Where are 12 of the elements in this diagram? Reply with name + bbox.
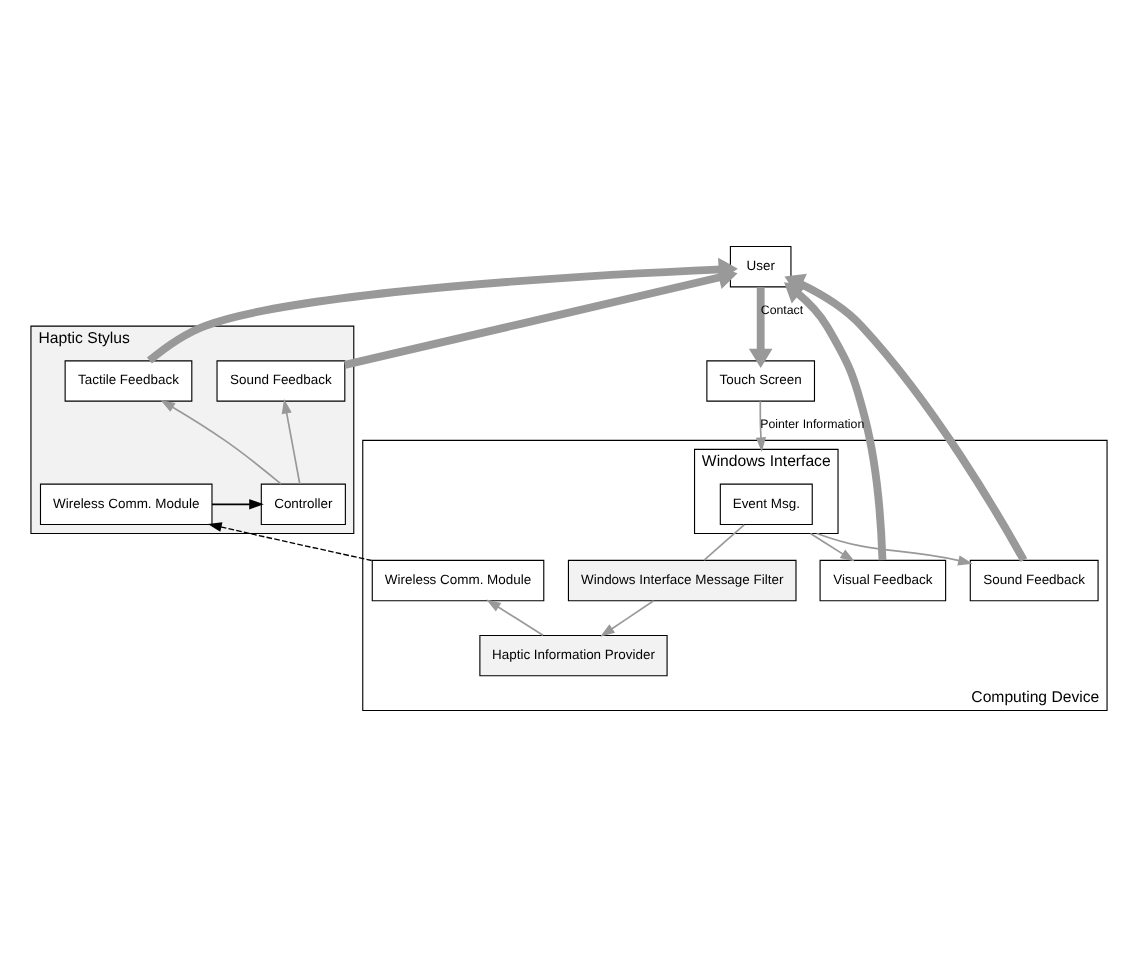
arrow xyxy=(160,399,282,484)
arrow xyxy=(809,531,855,561)
arrow xyxy=(600,598,655,636)
arrow xyxy=(755,399,767,451)
arrow xyxy=(211,498,264,509)
arrow xyxy=(784,281,887,560)
arrow xyxy=(207,521,373,561)
arrow xyxy=(748,286,773,368)
arrow xyxy=(815,531,973,565)
arrow xyxy=(486,598,544,636)
arrow xyxy=(281,398,301,484)
arrow xyxy=(784,272,1028,562)
